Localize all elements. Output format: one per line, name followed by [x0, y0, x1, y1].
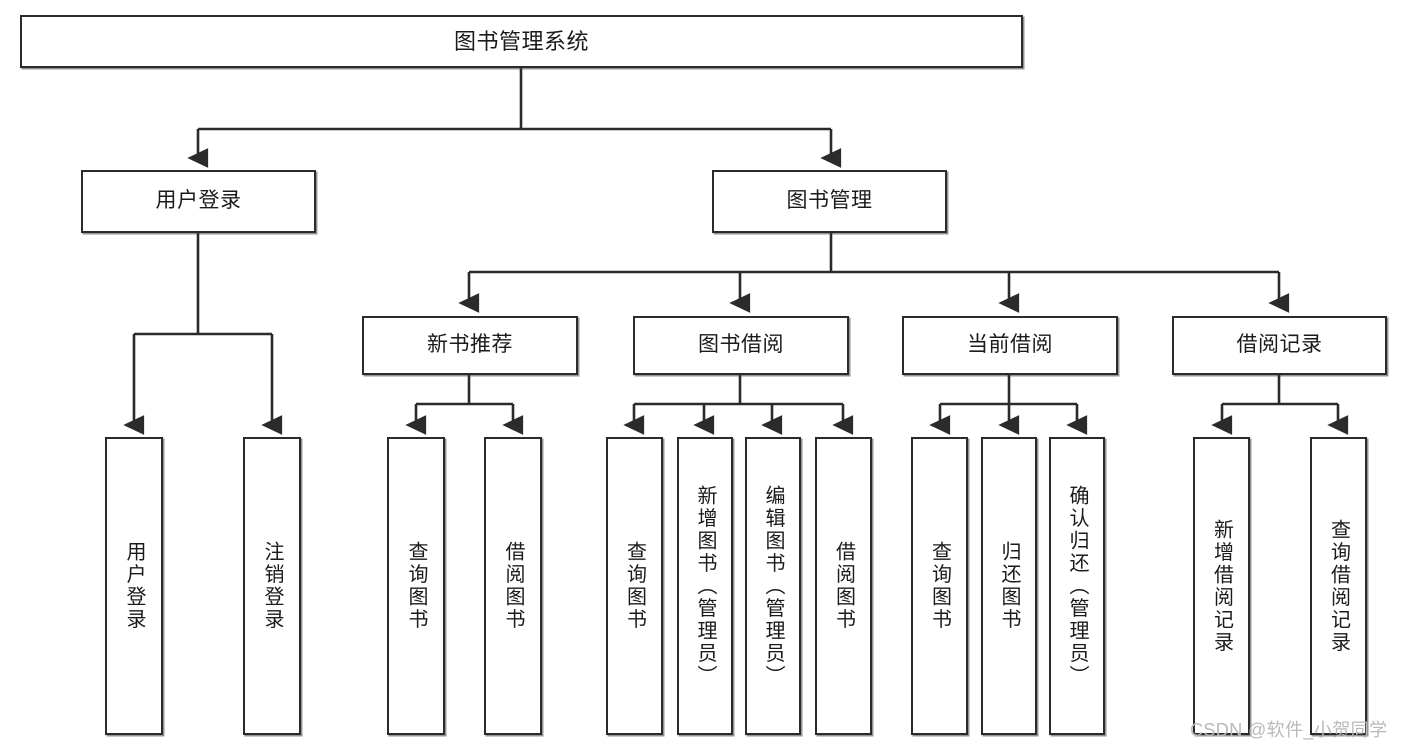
node-current-borrowing[interactable]: 当前借阅	[902, 316, 1118, 375]
leaf-add-borrow-record[interactable]: 新增借阅记录	[1193, 437, 1250, 735]
leaf-query-borrow-record[interactable]: 查询借阅记录	[1310, 437, 1367, 735]
node-label: 编辑图书（管理员）	[762, 484, 784, 688]
leaf-query-books-newbook[interactable]: 查询图书	[387, 437, 445, 735]
leaf-return-books[interactable]: 归还图书	[981, 437, 1037, 735]
node-label: 查询图书	[623, 541, 646, 631]
node-book-borrowing[interactable]: 图书借阅	[633, 316, 849, 375]
node-label: 图书管理	[786, 189, 873, 213]
node-book-management-system[interactable]: 图书管理系统	[20, 15, 1023, 68]
node-label: 图书借阅	[698, 333, 784, 357]
node-book-management[interactable]: 图书管理	[712, 170, 947, 233]
node-label: 注销登录	[261, 541, 283, 631]
node-label: 图书管理系统	[453, 28, 589, 54]
node-label: 借阅图书	[502, 541, 524, 631]
node-label: 查询图书	[928, 541, 951, 631]
node-new-book-recommendation[interactable]: 新书推荐	[362, 316, 578, 375]
node-label: 借阅记录	[1236, 333, 1323, 357]
node-borrow-records[interactable]: 借阅记录	[1172, 316, 1387, 375]
node-label: 查询图书	[405, 541, 427, 631]
node-label: 用户登录	[123, 541, 145, 631]
node-label: 当前借阅	[967, 333, 1053, 357]
leaf-query-books-current[interactable]: 查询图书	[911, 437, 968, 735]
leaf-logout[interactable]: 注销登录	[243, 437, 301, 735]
leaf-borrow-books-newbook[interactable]: 借阅图书	[484, 437, 542, 735]
node-label: 新增借阅记录	[1210, 518, 1233, 654]
node-user-login[interactable]: 用户登录	[81, 170, 316, 233]
leaf-query-books-borrow[interactable]: 查询图书	[606, 437, 663, 735]
leaf-borrow-books-borrow[interactable]: 借阅图书	[815, 437, 872, 735]
node-label: 借阅图书	[832, 541, 855, 631]
leaf-edit-book-admin[interactable]: 编辑图书（管理员）	[745, 437, 801, 735]
node-label: 查询借阅记录	[1327, 518, 1350, 654]
node-label: 确认归还（管理员）	[1066, 484, 1088, 688]
node-label: 新书推荐	[427, 333, 513, 357]
node-label: 新增图书（管理员）	[694, 484, 716, 688]
node-label: 归还图书	[998, 541, 1020, 631]
leaf-confirm-return-admin[interactable]: 确认归还（管理员）	[1049, 437, 1105, 735]
leaf-user-login[interactable]: 用户登录	[105, 437, 163, 735]
node-label: 用户登录	[155, 189, 242, 213]
leaf-add-book-admin[interactable]: 新增图书（管理员）	[677, 437, 733, 735]
